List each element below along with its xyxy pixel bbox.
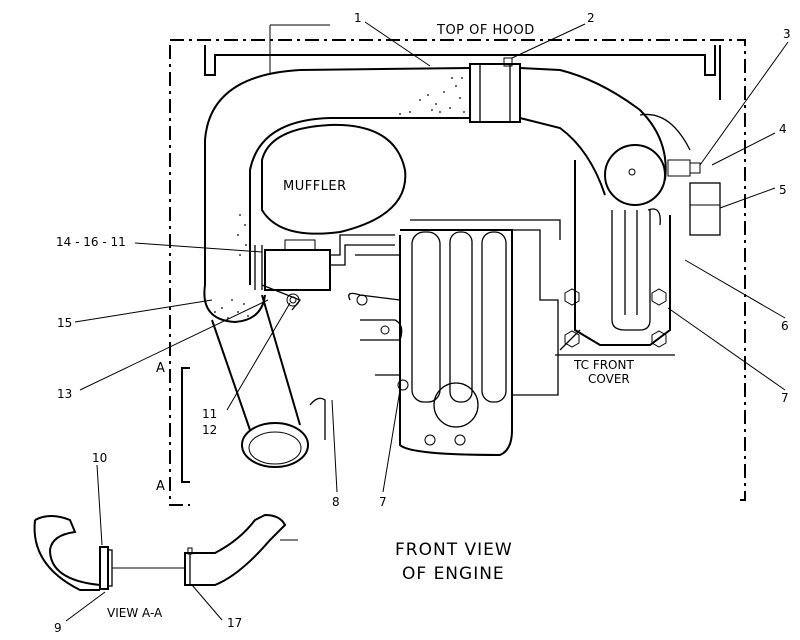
hood-outline: [169, 24, 746, 506]
tc-front-label: TC FRONT: [573, 358, 634, 372]
view-aa-label: VIEW A-A: [107, 606, 163, 620]
text-labels: TOP OF HOOD MUFFLER TC FRONT COVER FRONT…: [107, 23, 634, 620]
callout-10: 10: [92, 451, 107, 465]
callout-1: 1: [354, 11, 362, 25]
callout-numbers: 1 2 3 4 5 6 7 7 8 9 10 11 12 13 14 - 16 …: [54, 11, 791, 635]
tc-front-cover: [555, 113, 691, 356]
callout-3: 3: [783, 27, 791, 41]
callout-7-bottom: 7: [379, 495, 387, 509]
callout-7-right: 7: [781, 391, 789, 405]
top-of-hood-label: TOP OF HOOD: [436, 23, 535, 38]
callout-11: 11: [202, 407, 217, 421]
muffler-bracket: [254, 234, 395, 311]
of-engine-label: OF ENGINE: [402, 564, 505, 584]
cover-label: COVER: [588, 372, 630, 386]
leader-lines: [65, 21, 789, 622]
callout-9: 9: [54, 621, 62, 635]
sensor-fitting: [667, 159, 721, 236]
section-a-bottom-label: A: [156, 479, 165, 494]
engine-block: [348, 219, 561, 457]
exhaust-pipe: [204, 67, 667, 319]
view-aa-detail: [33, 513, 298, 591]
callout-15: 15: [57, 316, 72, 330]
muffler: [261, 123, 407, 235]
pipe-clamp: [469, 57, 521, 123]
section-line: [181, 367, 190, 483]
callout-5: 5: [779, 183, 787, 197]
callout-8: 8: [332, 495, 340, 509]
lower-exhaust-elbow: [203, 284, 326, 468]
callout-17: 17: [227, 616, 242, 630]
section-a-top-label: A: [156, 361, 165, 376]
callout-2: 2: [587, 11, 595, 25]
muffler-label: MUFFLER: [283, 179, 347, 194]
front-view-label: FRONT VIEW: [395, 540, 513, 560]
callout-12: 12: [202, 423, 217, 437]
callout-6: 6: [781, 319, 789, 333]
pipe-stipple: [214, 77, 465, 319]
callout-14-16-11: 14 - 16 - 11: [56, 235, 126, 249]
callout-13: 13: [57, 387, 72, 401]
callout-4: 4: [779, 122, 787, 136]
